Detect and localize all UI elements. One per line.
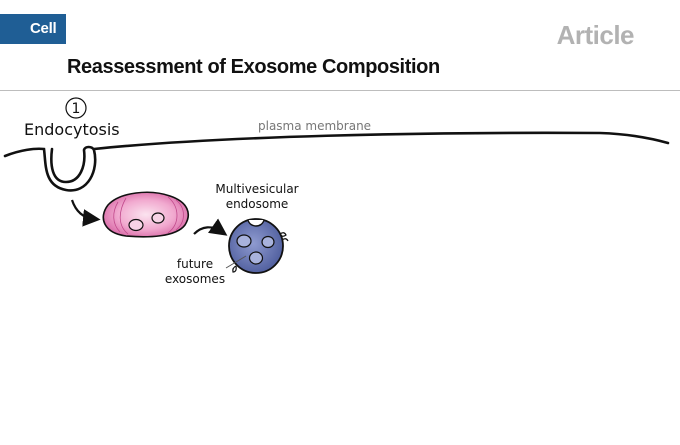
early-endosome xyxy=(102,191,189,238)
exosomes-label-line2: exosomes xyxy=(165,272,225,286)
journal-badge: Cell xyxy=(0,14,66,44)
paper-title: Reassessment of Exosome Composition xyxy=(67,56,440,78)
arrow-to-mvb xyxy=(193,218,228,236)
plasma-membrane-label: plasma membrane xyxy=(258,119,371,133)
step-number: 1 xyxy=(72,101,81,117)
mvb-label-line2: endosome xyxy=(226,197,289,211)
article-type: Article xyxy=(556,20,635,50)
endocytosis-label: Endocytosis xyxy=(24,120,120,139)
header-divider xyxy=(0,90,680,91)
exosomes-leader-line xyxy=(225,255,247,269)
multivesicular-endosome xyxy=(228,218,289,274)
step-number-badge: 1 xyxy=(65,97,87,119)
mvb-label-line1: Multivesicular xyxy=(215,182,298,196)
plasma-membrane xyxy=(3,131,670,192)
exosomes-label-line1: future xyxy=(177,257,213,271)
arrow-to-early-endosome xyxy=(70,199,101,227)
